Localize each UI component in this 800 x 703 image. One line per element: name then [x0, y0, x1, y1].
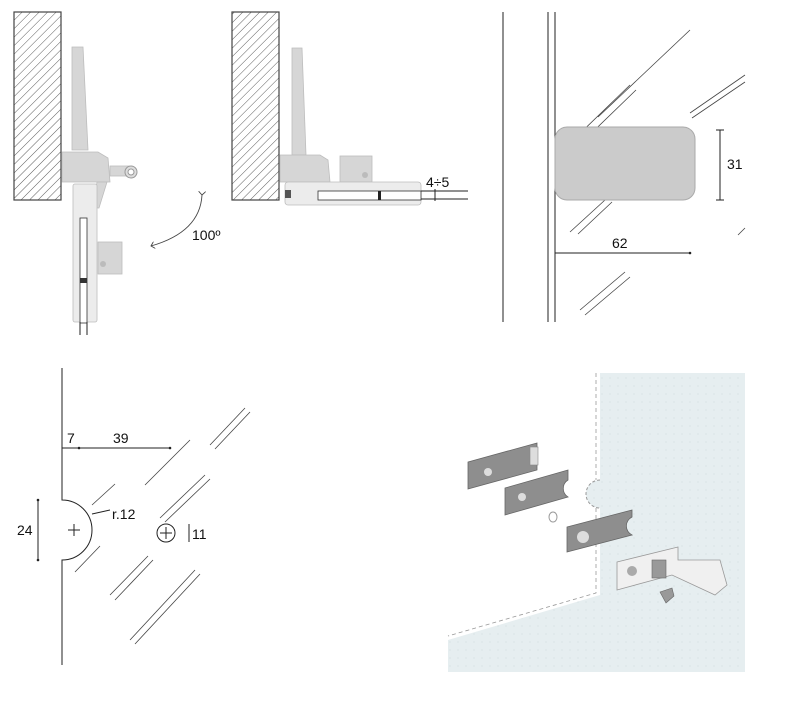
glass-hatching — [74, 407, 251, 645]
panel-closed-view: 4÷5 — [231, 11, 468, 206]
wall-section — [13, 11, 62, 201]
back-plate — [467, 442, 538, 490]
hinge-bracket — [616, 546, 728, 596]
glass-hatching — [567, 29, 746, 316]
hinge-mount-arm — [291, 47, 307, 156]
gasket-plate — [504, 469, 569, 516]
cutout-height-label: 24 — [17, 522, 33, 538]
wall-section — [231, 11, 280, 201]
glass-edge-with-cutout — [61, 368, 93, 665]
edge-offset-label: 7 — [67, 430, 75, 446]
cutout-radius-label: r.12 — [112, 506, 136, 522]
hole-diameter-label: 11 — [192, 526, 207, 542]
hinge-body — [61, 151, 111, 183]
hinge-mount-arm — [71, 46, 89, 151]
panel-exploded-assembly — [447, 373, 745, 672]
height-dimension-label: 31 — [727, 156, 743, 172]
hinge-body — [279, 154, 331, 183]
screw — [659, 587, 675, 604]
screw-hole — [156, 523, 176, 543]
panel-cutout-dimensions: 7 39 24 r.12 11 — [17, 368, 251, 665]
opening-angle-label: 100º — [192, 227, 220, 243]
width-dimension-label: 62 — [612, 235, 628, 251]
panel-front-view: 31 62 — [502, 12, 746, 322]
cutout-depth-label: 39 — [113, 430, 129, 446]
panel-open-view: 100º — [13, 11, 220, 335]
glass-thickness-label: 4÷5 — [426, 174, 449, 190]
hinge-plate-front — [554, 126, 696, 201]
opening-angle-arc — [151, 195, 202, 246]
